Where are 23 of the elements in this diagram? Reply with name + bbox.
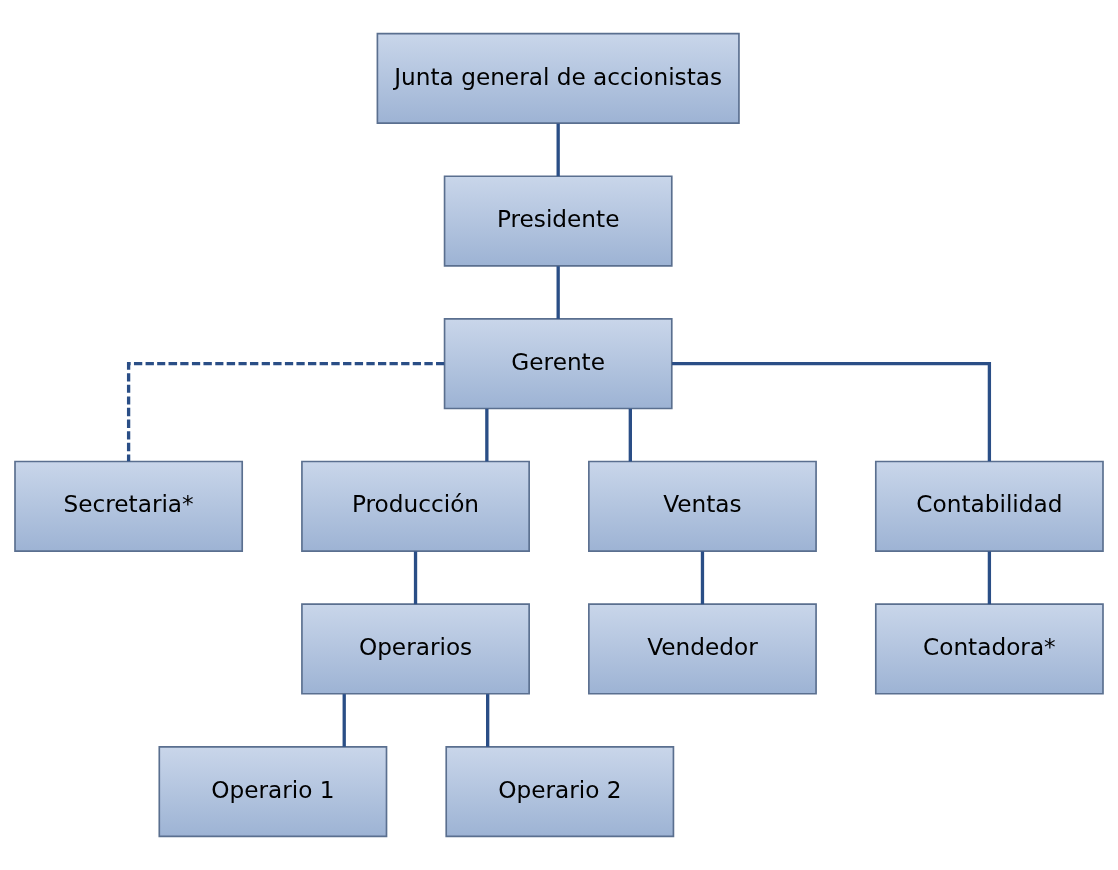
connector	[413, 551, 418, 605]
node-box: Contadora*	[874, 603, 1104, 695]
connector	[700, 551, 705, 605]
connector	[556, 123, 560, 177]
connector	[672, 362, 992, 462]
node-box: Gerente	[443, 318, 673, 410]
connector	[556, 266, 560, 319]
connector	[486, 694, 490, 747]
node-box: Operario 2	[445, 745, 675, 838]
node-box: Operarios	[301, 603, 530, 695]
connector	[342, 694, 346, 747]
node-box: Contabilidad	[874, 460, 1104, 552]
node-box: Junta general de accionistas	[376, 32, 740, 125]
node-box: Operario 1	[158, 745, 388, 838]
node-box: Ventas	[588, 460, 817, 552]
node-box: Vendedor	[588, 603, 817, 695]
node-box: Presidente	[443, 175, 673, 267]
connector	[485, 408, 489, 462]
node-box: Secretaria*	[14, 460, 244, 552]
connector	[126, 362, 445, 462]
node-box: Producción	[301, 460, 530, 552]
connector	[987, 551, 992, 605]
connector	[628, 408, 632, 462]
